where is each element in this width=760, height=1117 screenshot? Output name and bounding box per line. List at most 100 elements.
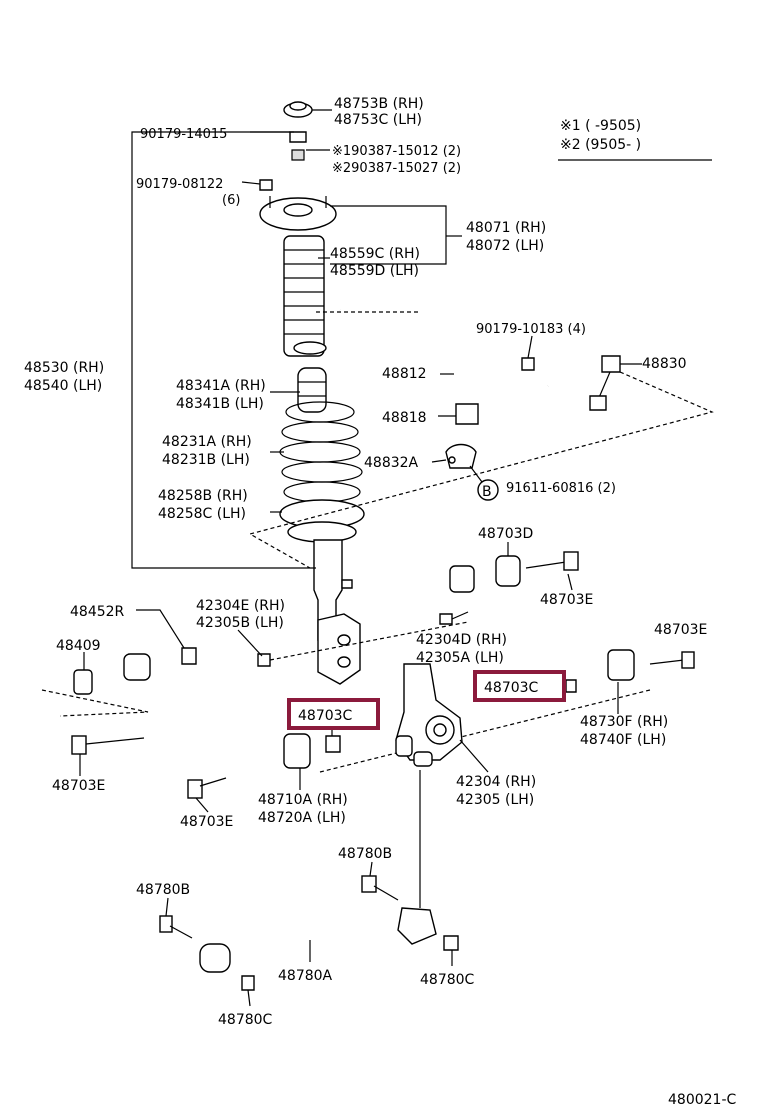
label-48780b-top[interactable]: 48780B (338, 846, 392, 862)
bump-stopper-part[interactable] (297, 367, 327, 413)
ld-48780b-top (369, 861, 373, 877)
label-48452r[interactable]: 48452R (70, 604, 125, 620)
note-1: ※1 ( -9505) (560, 118, 641, 134)
note-2: ※2 (9505- ) (560, 137, 641, 153)
bolt-48780b-top[interactable] (361, 875, 399, 901)
label-48341b[interactable]: 48341B (LH) (176, 396, 264, 412)
lateral-link-no1[interactable] (123, 653, 311, 769)
label-48540[interactable]: 48540 (LH) (24, 378, 102, 394)
label-42305a[interactable]: 42305A (LH) (416, 650, 504, 666)
stabilizer-bushing-part[interactable] (455, 403, 479, 425)
nut-48780c-bottom-part[interactable] (241, 975, 255, 991)
bolt-48703e-mid[interactable] (187, 777, 227, 799)
label-48530[interactable]: 48530 (RH) (24, 360, 104, 376)
nut-42304e-part[interactable] (257, 653, 271, 667)
label-48710a[interactable]: 48710A (RH) (258, 792, 348, 808)
ld-48703e-mid (195, 797, 209, 813)
ld-48703e-top (567, 573, 573, 591)
cam-48452-part[interactable] (181, 647, 197, 665)
nut-48703c-right-part[interactable] (565, 679, 577, 693)
ld-48452r (136, 609, 185, 649)
label-90179-10183[interactable]: 90179-10183 (4) (476, 322, 586, 337)
label-48703e-mid[interactable]: 48703E (180, 814, 233, 830)
label-48818[interactable]: 48818 (382, 410, 427, 426)
highlight-48703c-left (287, 698, 380, 730)
bolt-48780b-left[interactable] (159, 915, 193, 939)
spring-seat-part[interactable] (279, 499, 365, 543)
mount-nut-part[interactable] (259, 179, 273, 191)
label-48780c-bottom[interactable]: 48780C (218, 1012, 273, 1028)
label-48072[interactable]: 48072 (LH) (466, 238, 544, 254)
label-48703e-top[interactable]: 48703E (540, 592, 593, 608)
label-48703e-left[interactable]: 48703E (52, 778, 105, 794)
label-90179-14015[interactable]: 90179-14015 (140, 127, 227, 142)
label-48703d[interactable]: 48703D (478, 526, 533, 542)
label-42304d[interactable]: 42304D (RH) (416, 632, 507, 648)
ld-90179-08122 (241, 181, 261, 185)
support-leader (330, 205, 447, 265)
highlight-48703c-right (473, 670, 566, 702)
nut-48780c-right-part[interactable] (443, 935, 459, 951)
label-48753b[interactable]: 48753B (RH) (334, 96, 424, 112)
stabilizer-link-part[interactable] (589, 355, 621, 411)
label-42304[interactable]: 42304 (RH) (456, 774, 536, 790)
label-48409[interactable]: 48409 (56, 638, 101, 654)
label-190387[interactable]: ※190387-15012 (2) (332, 144, 461, 159)
bushing-bracket-part[interactable] (445, 443, 477, 469)
label-91611[interactable]: 91611-60816 (2) (506, 481, 616, 496)
label-48559c[interactable]: 48559C (RH) (330, 246, 420, 262)
label-290387[interactable]: ※290387-15027 (2) (332, 161, 461, 176)
label-48258c[interactable]: 48258C (LH) (158, 506, 246, 522)
coil-spring-part[interactable] (279, 401, 363, 503)
label-48231a[interactable]: 48231A (RH) (162, 434, 252, 450)
label-48559d[interactable]: 48559D (LH) (330, 263, 419, 279)
label-48231b[interactable]: 48231B (LH) (162, 452, 250, 468)
label-90179-08122[interactable]: 90179-08122 (136, 177, 223, 192)
diagram-id: 480021-C (668, 1092, 736, 1108)
label-48830[interactable]: 48830 (642, 356, 687, 372)
strut-leader (131, 131, 316, 569)
label-48780c-right[interactable]: 48780C (420, 972, 475, 988)
trailing-arm-part[interactable] (199, 907, 437, 973)
label-48812[interactable]: 48812 (382, 366, 427, 382)
bolt-48703e-top[interactable] (525, 551, 579, 571)
label-48780a[interactable]: 48780A (278, 968, 333, 984)
stabilizer-nut-part[interactable] (521, 357, 535, 371)
lateral-link-no2[interactable] (449, 565, 635, 681)
label-48258b[interactable]: 48258B (RH) (158, 488, 248, 504)
bolt-48703e-left[interactable] (71, 735, 145, 755)
lower-link-dash-3 (319, 689, 651, 773)
label-48832a[interactable]: 48832A (364, 455, 419, 471)
label-42305[interactable]: 42305 (LH) (456, 792, 534, 808)
label-48780b-left[interactable]: 48780B (136, 882, 190, 898)
label-48730f[interactable]: 48730F (RH) (580, 714, 668, 730)
label-48071[interactable]: 48071 (RH) (466, 220, 546, 236)
label-48740f[interactable]: 48740F (LH) (580, 732, 666, 748)
bushing-48409-part[interactable] (73, 669, 93, 695)
lower-link-dash-2 (269, 621, 469, 661)
bump-cap-part[interactable] (283, 101, 313, 118)
shock-absorber-part[interactable] (313, 539, 361, 685)
bolt-42304d-part[interactable] (439, 613, 453, 625)
top-nut-part[interactable] (289, 131, 307, 161)
axle-carrier-part[interactable] (395, 663, 463, 767)
stab-dash-2 (248, 371, 714, 569)
label-48703c-left[interactable]: 48703C (298, 708, 353, 724)
label-48753c[interactable]: 48753C (LH) (334, 112, 422, 128)
label-90179-08122-qty: (6) (222, 193, 240, 208)
label-48703e-right[interactable]: 48703E (654, 622, 707, 638)
bushing-48703d-part[interactable] (495, 555, 521, 587)
ld-48832a (431, 459, 447, 463)
ld-90179-10183 (527, 335, 533, 359)
nut-48703c-left-part[interactable] (325, 735, 341, 753)
label-42305b[interactable]: 42305B (LH) (196, 615, 284, 631)
support-plate-part[interactable] (259, 196, 337, 231)
label-48341a[interactable]: 48341A (RH) (176, 378, 266, 394)
label-48703c-right[interactable]: 48703C (484, 680, 539, 696)
label-42304e[interactable]: 42304E (RH) (196, 598, 285, 614)
label-48720a[interactable]: 48720A (LH) (258, 810, 346, 826)
bolt-48703e-right[interactable] (649, 651, 695, 669)
dust-boot-part[interactable] (283, 235, 327, 357)
